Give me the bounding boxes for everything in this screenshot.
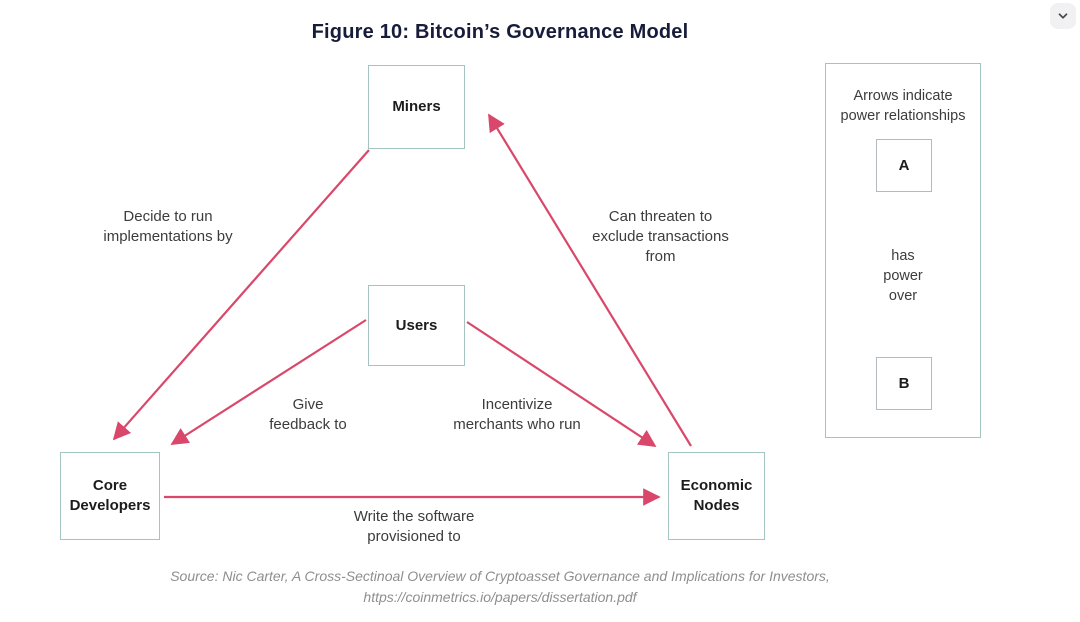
legend: Arrows indicate power relationships A ha…	[825, 63, 981, 438]
node-users: Users	[368, 285, 465, 366]
node-core-developers: Core Developers	[60, 452, 160, 540]
source-line-1: Source: Nic Carter, A Cross-Sectinoal Ov…	[170, 568, 830, 584]
node-miners: Miners	[368, 65, 465, 149]
legend-node-b: B	[876, 357, 932, 410]
chevron-down-icon	[1058, 13, 1068, 19]
edge-label-incentivize: Incentivize merchants who run	[453, 396, 581, 433]
legend-node-a: A	[876, 139, 932, 192]
edge-label-give-feedback: Give feedback to	[269, 396, 347, 433]
source-line-2: https://coinmetrics.io/papers/dissertati…	[363, 589, 637, 605]
legend-relation-label: has power over	[883, 248, 923, 304]
edge-miners-to-core-developers	[112, 149, 370, 441]
edge-label-write-software: Write the software provisioned to	[353, 508, 475, 545]
edge-economic-nodes-to-miners	[488, 113, 692, 447]
collapse-button[interactable]	[1050, 3, 1076, 29]
figure-title: Figure 10: Bitcoin’s Governance Model	[311, 21, 689, 43]
source-citation: Source: Nic Carter, A Cross-Sectinoal Ov…	[0, 566, 1000, 608]
edge-users-to-core-developers	[170, 319, 367, 445]
edge-users-to-economic-nodes	[466, 321, 657, 447]
legend-title: Arrows indicate power relationships	[840, 88, 966, 124]
edge-label-can-threaten: Can threaten to exclude transactions fro…	[592, 208, 729, 265]
edge-label-decide-to-run: Decide to run implementations by	[103, 208, 233, 245]
node-economic-nodes: Economic Nodes	[668, 452, 765, 540]
